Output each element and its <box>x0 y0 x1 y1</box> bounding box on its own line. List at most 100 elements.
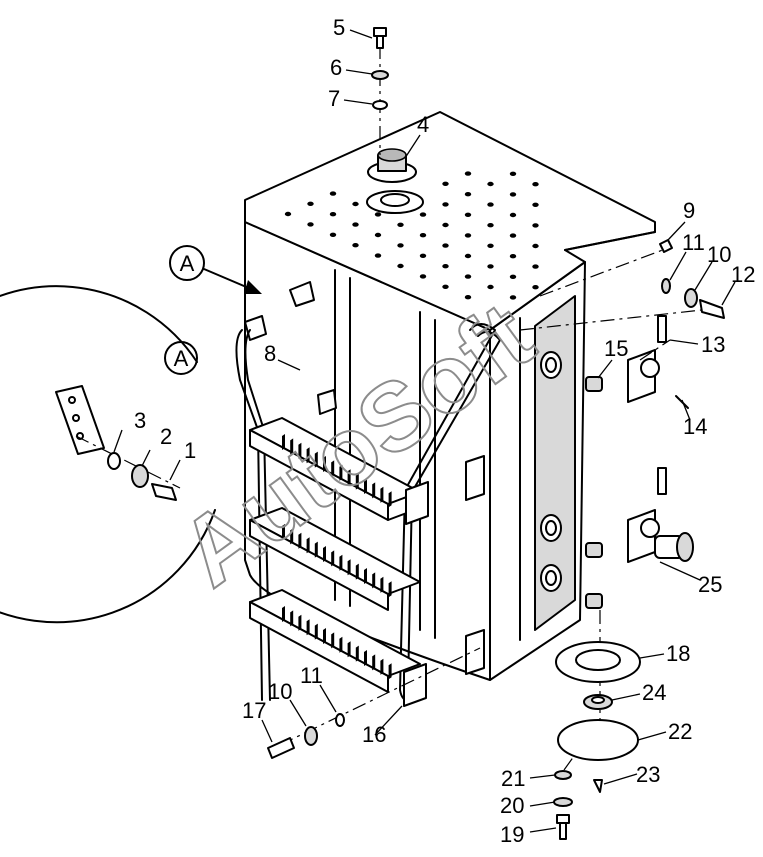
grip-tooth <box>380 658 384 675</box>
grip-tooth <box>372 482 376 499</box>
label-part-8: 8 <box>264 341 276 366</box>
vent-hole <box>284 211 292 217</box>
vent-hole <box>509 212 517 218</box>
label-part-2: 2 <box>160 424 172 449</box>
label-part-1: 1 <box>184 438 196 463</box>
label-part-9: 9 <box>683 198 695 223</box>
vent-hole <box>487 284 494 290</box>
grip-tooth <box>306 537 310 554</box>
vent-hole <box>352 201 359 207</box>
vent-hole <box>329 232 337 237</box>
step-grip-teeth <box>282 434 392 680</box>
grip-tooth <box>388 663 392 680</box>
grip-tooth <box>323 456 326 472</box>
label-part-11: 11 <box>682 230 705 255</box>
grip-tooth <box>290 438 294 455</box>
grip-tooth <box>298 532 302 549</box>
vent-hole <box>397 222 404 227</box>
vent-hole <box>532 202 539 207</box>
label-part-7: 7 <box>328 86 340 111</box>
grip-tooth <box>347 641 351 658</box>
grip-tooth <box>388 581 392 598</box>
vent-hole <box>532 264 539 269</box>
vent-hole <box>487 181 494 187</box>
label-part-25: 25 <box>698 572 722 597</box>
vent-hole <box>532 223 539 228</box>
label-part-22: 22 <box>668 719 692 744</box>
detail-circle: A <box>0 285 216 624</box>
vent-hole <box>352 243 359 248</box>
label-part-20: 20 <box>500 793 524 818</box>
sump-group <box>553 610 641 840</box>
label-part-17: 17 <box>242 698 266 723</box>
view-callout: A <box>169 245 262 294</box>
grip-tooth <box>339 554 343 571</box>
vent-hole <box>464 212 472 217</box>
vent-hole <box>419 233 427 238</box>
grip-tooth <box>282 606 285 622</box>
view-callout-letter: A <box>180 251 195 276</box>
vent-hole <box>307 201 314 206</box>
vent-hole <box>397 263 404 269</box>
right-fasteners <box>519 239 725 409</box>
vent-hole <box>532 243 539 249</box>
label-part-18: 18 <box>666 641 690 666</box>
label-part-6: 6 <box>330 55 342 80</box>
vent-hole <box>464 171 472 176</box>
label-part-5: 5 <box>333 15 345 40</box>
label-part-16: 16 <box>362 722 386 747</box>
label-part-12: 12 <box>731 262 755 287</box>
vent-hole <box>374 212 382 217</box>
top-fasteners <box>371 27 389 155</box>
grip-tooth <box>355 473 359 490</box>
vent-hole <box>419 274 427 279</box>
label-part-4: 4 <box>417 112 429 137</box>
hinge-brackets <box>627 315 667 563</box>
vent-hole <box>464 274 472 279</box>
label-part-19: 19 <box>500 822 524 847</box>
label-part-3: 3 <box>134 408 146 433</box>
vent-hole <box>329 212 337 217</box>
grip-tooth <box>347 469 351 486</box>
grip-tooth <box>331 632 335 649</box>
label-part-10: 10 <box>707 242 731 267</box>
grip-tooth <box>339 464 343 481</box>
vent-hole <box>509 171 517 176</box>
grip-tooth <box>282 524 285 540</box>
grip-tooth <box>355 563 359 580</box>
vent-hole <box>307 222 314 227</box>
vent-hole <box>464 192 472 197</box>
vent-hole <box>532 182 539 187</box>
vent-hole <box>442 181 449 186</box>
vent-hole <box>329 191 337 196</box>
vent-hole <box>532 285 539 290</box>
vent-hole <box>442 202 449 207</box>
grip-tooth <box>306 447 310 464</box>
vent-hole <box>442 222 449 228</box>
grip-tooth <box>364 568 367 584</box>
vent-hole <box>397 243 404 248</box>
vent-hole <box>509 274 517 279</box>
grip-tooth <box>298 614 302 631</box>
grip-tooth <box>290 528 294 545</box>
grip-tooth <box>347 559 351 576</box>
grip-tooth <box>323 628 326 644</box>
label-part-15: 15 <box>604 336 628 361</box>
grip-tooth <box>298 442 302 459</box>
grip-tooth <box>306 619 310 636</box>
lower-left-fasteners <box>267 647 481 759</box>
vent-hole <box>464 253 472 259</box>
vent-hole <box>509 254 517 259</box>
detail-callout-letter: A <box>174 346 189 371</box>
part-labels: 5 6 7 4 8 9 11 10 12 13 14 15 25 18 24 2… <box>134 15 755 847</box>
grip-tooth <box>380 486 384 503</box>
grip-tooth <box>380 576 384 593</box>
vent-hole <box>509 233 517 238</box>
grip-tooth <box>331 460 335 477</box>
label-part-11-lower: 11 <box>300 663 323 688</box>
label-part-10-lower: 10 <box>268 679 292 704</box>
vent-hole <box>509 192 517 197</box>
grip-tooth <box>314 451 318 468</box>
grip-tooth <box>314 623 318 640</box>
